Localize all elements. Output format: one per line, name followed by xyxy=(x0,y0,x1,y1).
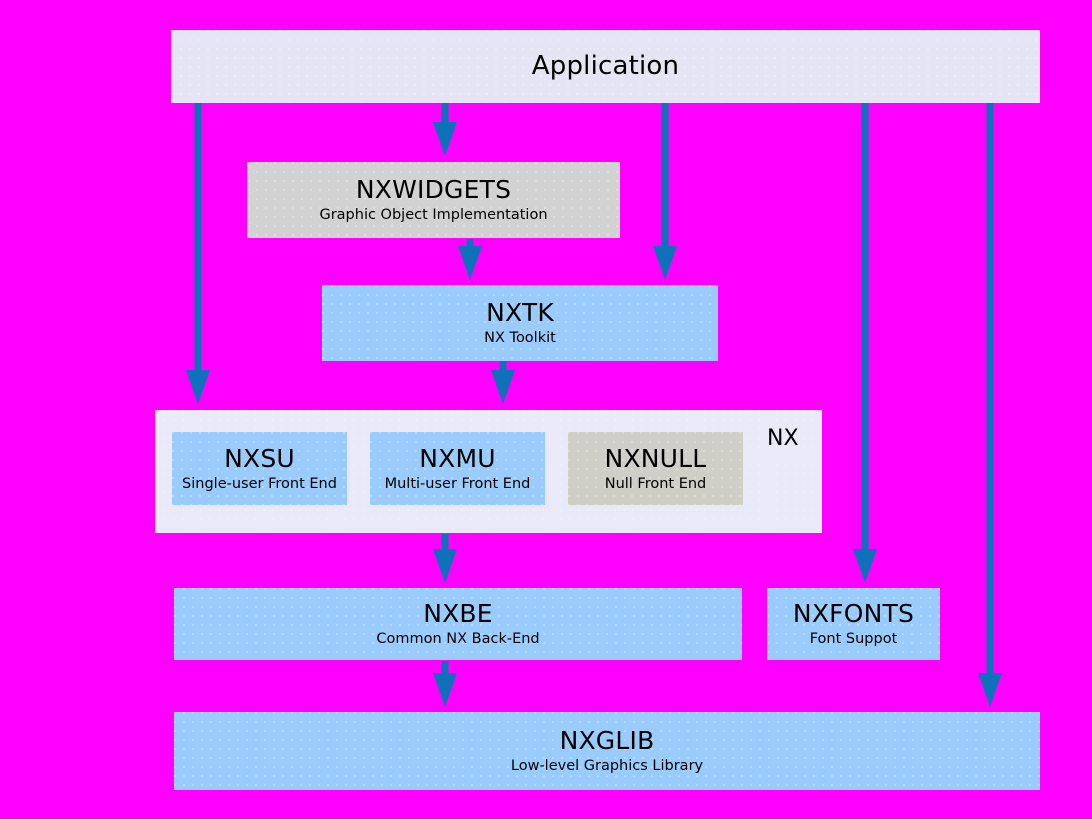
arrow-application-to-nxfonts xyxy=(853,103,877,583)
arrow-nxwidgets-to-nxtk xyxy=(458,239,482,280)
node-nxsu-title: NXSU xyxy=(224,443,295,473)
node-nxwidgets[interactable]: NXWIDGETS Graphic Object Implementation xyxy=(247,162,620,238)
arrow-nx-to-nxbe xyxy=(433,534,457,583)
node-nxbe-subtitle: Common NX Back-End xyxy=(376,631,540,648)
arrow-application-to-nxwidgets xyxy=(433,103,457,156)
arrow-nxtk-to-nx xyxy=(491,361,515,404)
node-nxwidgets-title: NXWIDGETS xyxy=(355,175,512,205)
node-nxnull-subtitle: Null Front End xyxy=(604,475,707,492)
arrow-application-to-nx xyxy=(186,103,210,404)
node-nxbe[interactable]: NXBE Common NX Back-End xyxy=(174,588,742,660)
node-nxsu[interactable]: NXSU Single-user Front End xyxy=(172,432,347,505)
arrow-nxbe-to-nxglib xyxy=(433,661,457,707)
arrow-application-to-nxtk xyxy=(653,103,677,280)
node-nxfonts-subtitle: Font Suppot xyxy=(809,631,898,648)
node-nxsu-subtitle: Single-user Front End xyxy=(182,475,337,492)
node-nx-group-label: NX xyxy=(767,426,799,451)
node-nxfonts[interactable]: NXFONTS Font Suppot xyxy=(767,588,940,660)
node-nxglib-title: NXGLIB xyxy=(559,726,655,756)
node-nxnull[interactable]: NXNULL Null Front End xyxy=(568,432,743,505)
node-nxglib[interactable]: NXGLIB Low-level Graphics Library xyxy=(174,712,1040,790)
node-application[interactable]: Application xyxy=(171,30,1040,103)
node-nxtk-title: NXTK xyxy=(486,298,554,328)
node-nxbe-title: NXBE xyxy=(423,599,493,629)
node-nxglib-subtitle: Low-level Graphics Library xyxy=(510,758,704,775)
node-nxmu-title: NXMU xyxy=(419,443,496,473)
node-nxtk-subtitle: NX Toolkit xyxy=(484,330,556,347)
node-nxfonts-title: NXFONTS xyxy=(792,599,915,629)
node-application-title: Application xyxy=(531,50,680,81)
node-nxmu-subtitle: Multi-user Front End xyxy=(384,475,531,492)
node-nxnull-title: NXNULL xyxy=(604,443,707,473)
node-nxtk[interactable]: NXTK NX Toolkit xyxy=(322,285,718,361)
node-nxmu[interactable]: NXMU Multi-user Front End xyxy=(370,432,545,505)
node-nxwidgets-subtitle: Graphic Object Implementation xyxy=(319,207,548,224)
arrow-application-to-nxglib xyxy=(978,103,1002,707)
